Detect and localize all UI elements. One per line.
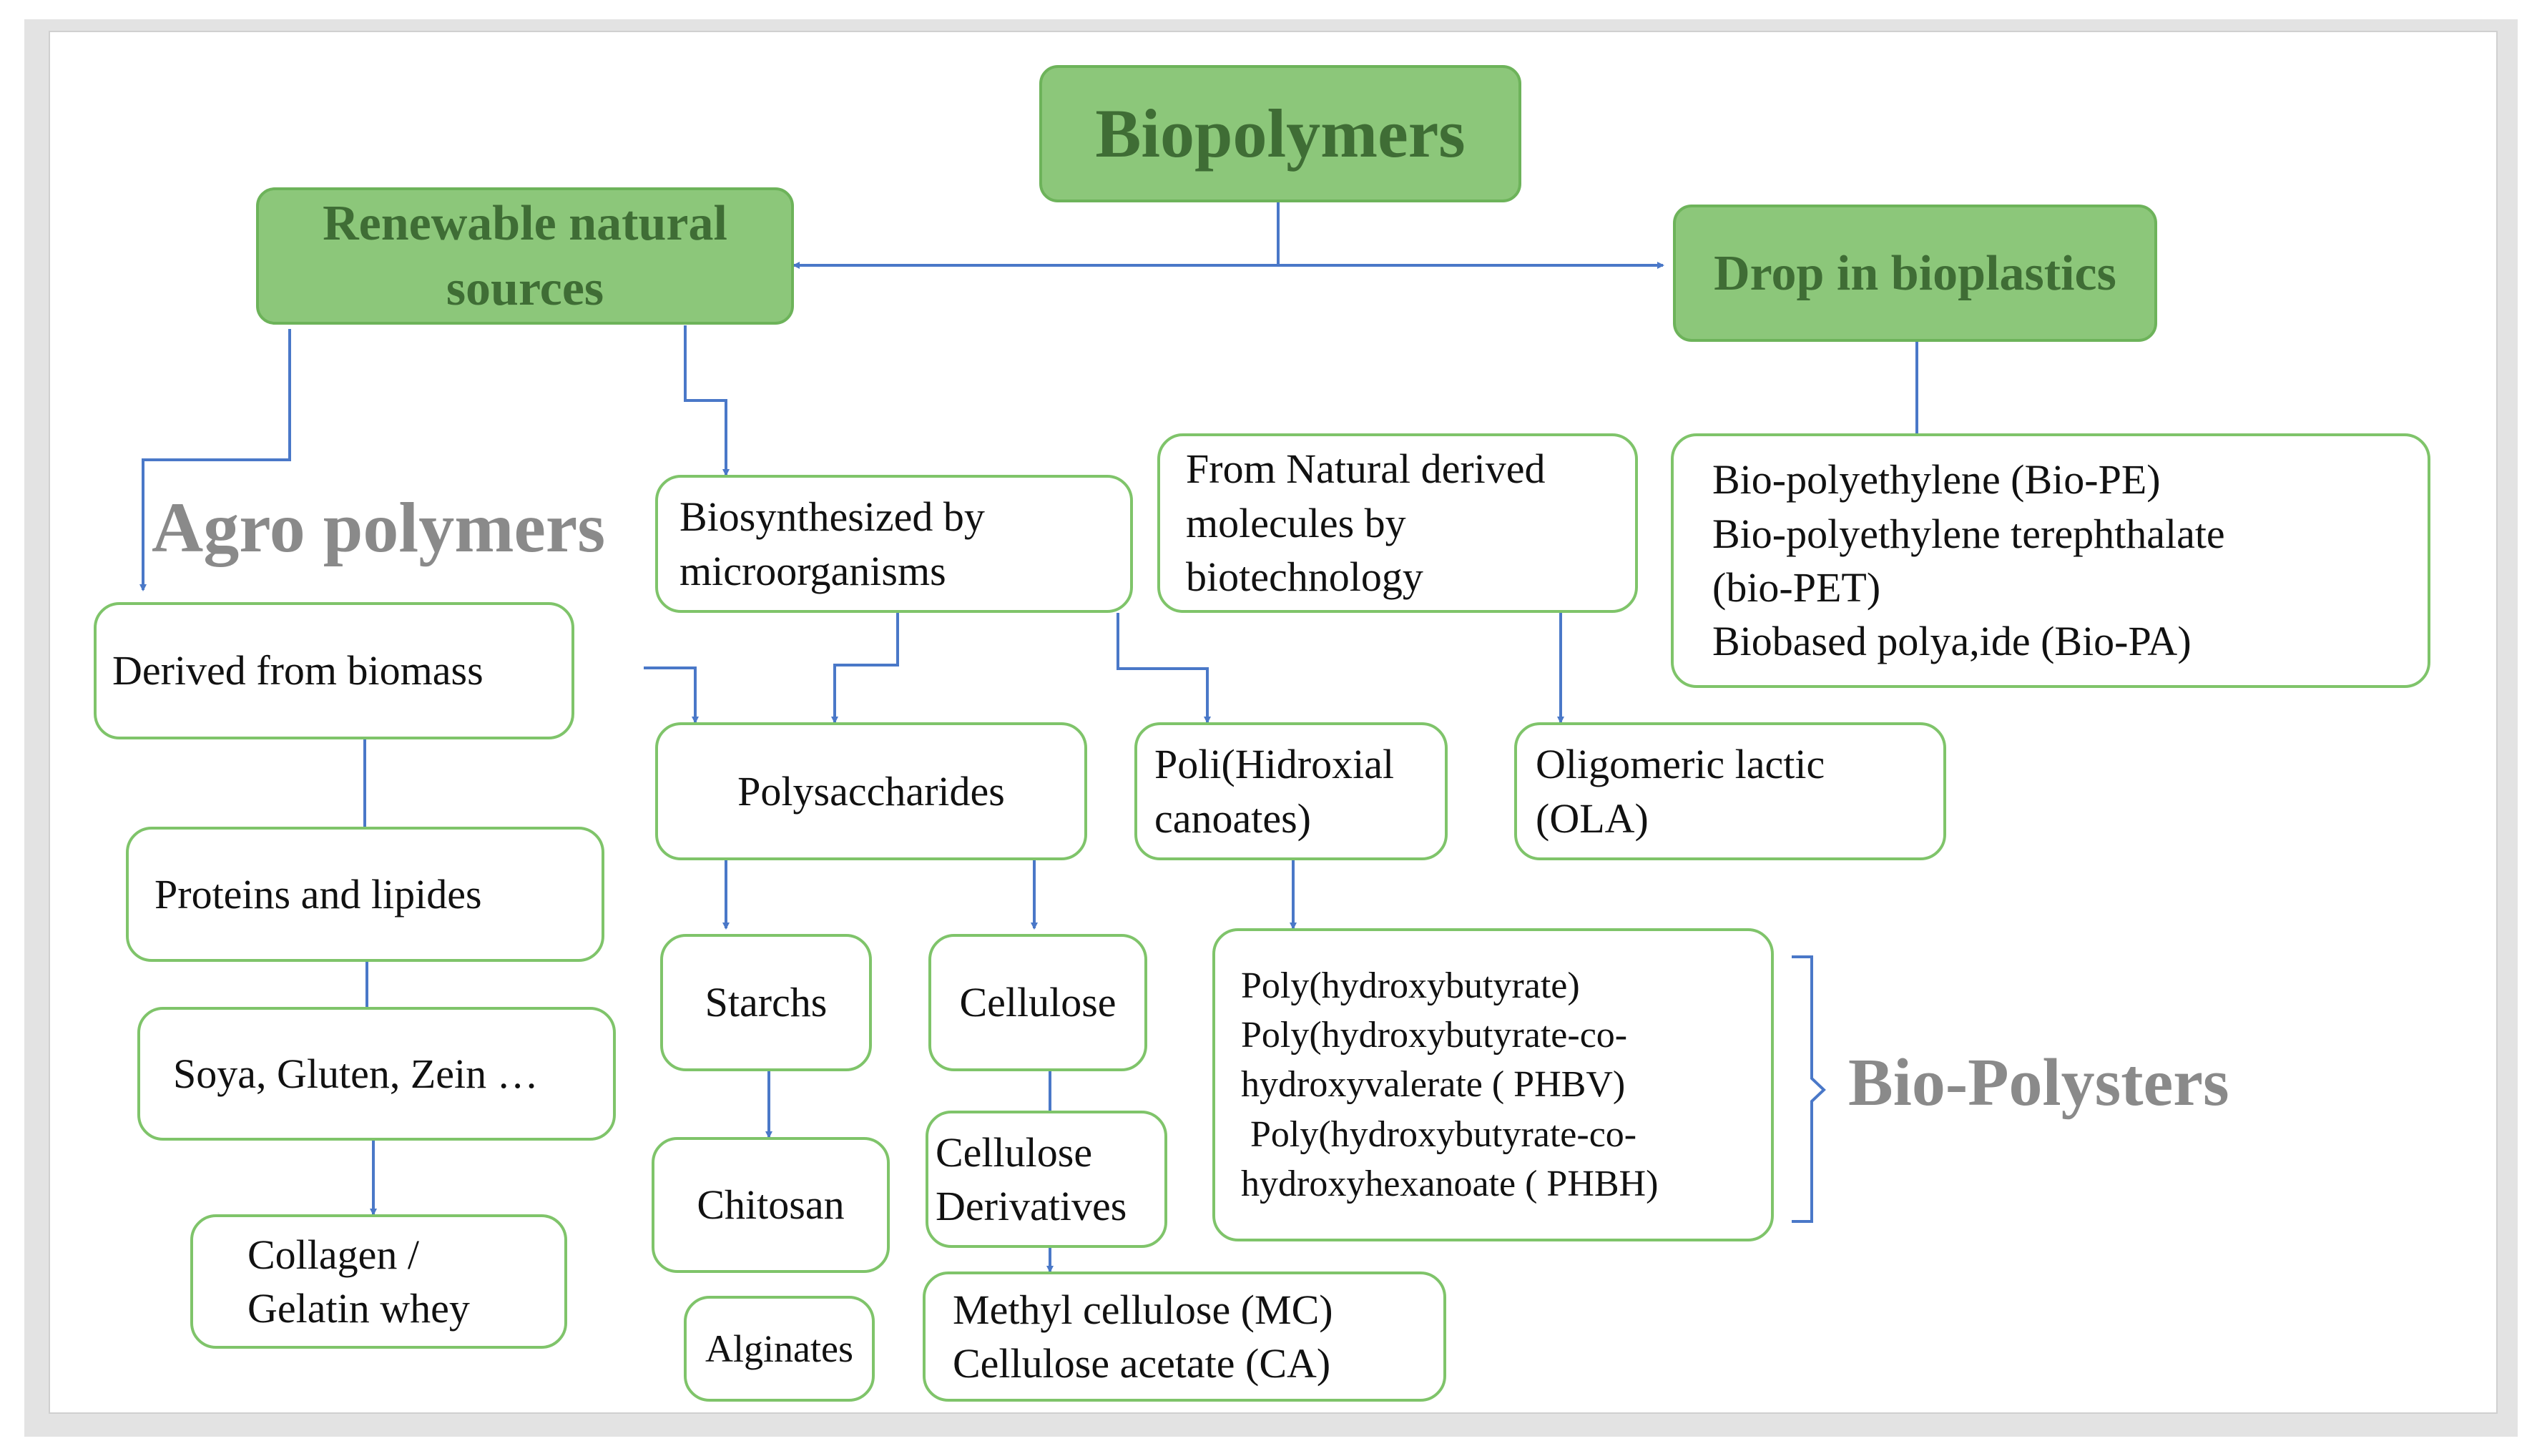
node-chitosan: Chitosan xyxy=(652,1137,890,1273)
bio-polysters-brace xyxy=(1792,955,1826,1223)
drop-in-item-3: (bio-PET) xyxy=(1712,564,1881,611)
biopolymers-label: Biopolymers xyxy=(1095,94,1466,172)
connector-renewable-to-biosynth xyxy=(684,325,730,476)
drop-in-item-1: Bio-polyethylene (Bio-PE) xyxy=(1712,456,2161,503)
node-biosynthesized: Biosynthesized by microorganisms xyxy=(655,475,1133,613)
bio-polysters-label: Bio-Polysters xyxy=(1848,1046,2229,1120)
polyester-item-4: Poly(hydroxybutyrate-co- xyxy=(1241,1113,1637,1155)
drop-in-label: Drop in bioplastics xyxy=(1714,245,2116,301)
natural-line-3: biotechnology xyxy=(1186,554,1423,601)
derivatives-line-2: Derivatives xyxy=(936,1183,1127,1229)
connector-biomass-to-poly xyxy=(644,666,699,724)
chitosan-label: Chitosan xyxy=(697,1181,845,1229)
node-soya: Soya, Gluten, Zein … xyxy=(137,1007,616,1141)
polysaccharides-label: Polysaccharides xyxy=(737,767,1005,815)
pha-line-1: Poli(Hidroxial xyxy=(1154,741,1395,788)
natural-line-2: molecules by xyxy=(1186,499,1406,546)
node-collagen: Collagen / Gelatin whey xyxy=(190,1214,567,1349)
collagen-line-2: Gelatin whey xyxy=(247,1285,470,1332)
natural-line-1: From Natural derived xyxy=(1186,446,1546,493)
polyester-item-5: hydroxyhexanoate ( PHBH) xyxy=(1241,1163,1659,1204)
node-polyesters: Poly(hydroxybutyrate) Poly(hydroxybutyra… xyxy=(1212,928,1774,1241)
drop-in-item-4: Biobased polya,ide (Bio-PA) xyxy=(1712,618,2192,665)
biosynth-line-2: microorganisms xyxy=(679,547,946,594)
biosynth-line-1: Biosynthesized by xyxy=(679,493,985,541)
node-biopolymers: Biopolymers xyxy=(1039,65,1521,202)
polyester-item-1: Poly(hydroxybutyrate) xyxy=(1241,965,1580,1007)
node-drop-in-bioplastics: Drop in bioplastics xyxy=(1673,205,2157,342)
node-methyl-cellulose: Methyl cellulose (MC) Cellulose acetate … xyxy=(923,1271,1446,1402)
soya-label: Soya, Gluten, Zein … xyxy=(173,1050,539,1097)
renewable-line-2: sources xyxy=(446,261,604,316)
proteins-label: Proteins and lipides xyxy=(154,870,482,918)
methyl-line-2: Cellulose acetate (CA) xyxy=(953,1340,1331,1387)
agro-polymers-label: Agro polymers xyxy=(152,488,606,567)
node-pha: Poli(Hidroxial canoates) xyxy=(1134,722,1448,860)
cellulose-label: Cellulose xyxy=(959,979,1117,1026)
node-polysaccharides: Polysaccharides xyxy=(655,722,1087,860)
node-derived-biomass: Derived from biomass xyxy=(94,602,574,739)
node-proteins: Proteins and lipides xyxy=(126,827,604,962)
connector-renewable-to-agro xyxy=(139,329,291,591)
methyl-line-1: Methyl cellulose (MC) xyxy=(953,1286,1333,1333)
drop-in-item-2: Bio-polyethylene terephthalate xyxy=(1712,510,2225,557)
node-alginates: Alginates xyxy=(684,1296,875,1402)
derived-biomass-label: Derived from biomass xyxy=(112,647,484,694)
ola-line-1: Oligomeric lactic xyxy=(1536,741,1825,788)
polyester-item-2: Poly(hydroxybutyrate-co- xyxy=(1241,1015,1628,1056)
starchs-label: Starchs xyxy=(705,979,828,1026)
connector-biosynth-to-poly xyxy=(831,613,899,724)
alginates-label: Alginates xyxy=(705,1327,853,1370)
node-cellulose: Cellulose xyxy=(928,934,1147,1071)
ola-line-2: (OLA) xyxy=(1536,795,1649,842)
node-ola: Oligomeric lactic (OLA) xyxy=(1514,722,1946,860)
polyester-item-3: hydroxyvalerate ( PHBV) xyxy=(1241,1064,1626,1106)
node-natural-derived: From Natural derived molecules by biotec… xyxy=(1157,433,1638,613)
pha-line-2: canoates) xyxy=(1154,795,1311,842)
connector-biosynth-to-pha xyxy=(1117,613,1211,724)
node-starchs: Starchs xyxy=(660,934,872,1071)
node-renewable-sources: Renewable natural sources xyxy=(256,187,794,325)
derivatives-line-1: Cellulose xyxy=(936,1128,1093,1176)
collagen-line-1: Collagen / xyxy=(247,1231,420,1278)
node-cellulose-derivatives: Cellulose Derivatives xyxy=(926,1111,1167,1248)
node-drop-in-list: Bio-polyethylene (Bio-PE) Bio-polyethyle… xyxy=(1671,433,2430,688)
renewable-line-1: Renewable natural xyxy=(323,196,727,251)
